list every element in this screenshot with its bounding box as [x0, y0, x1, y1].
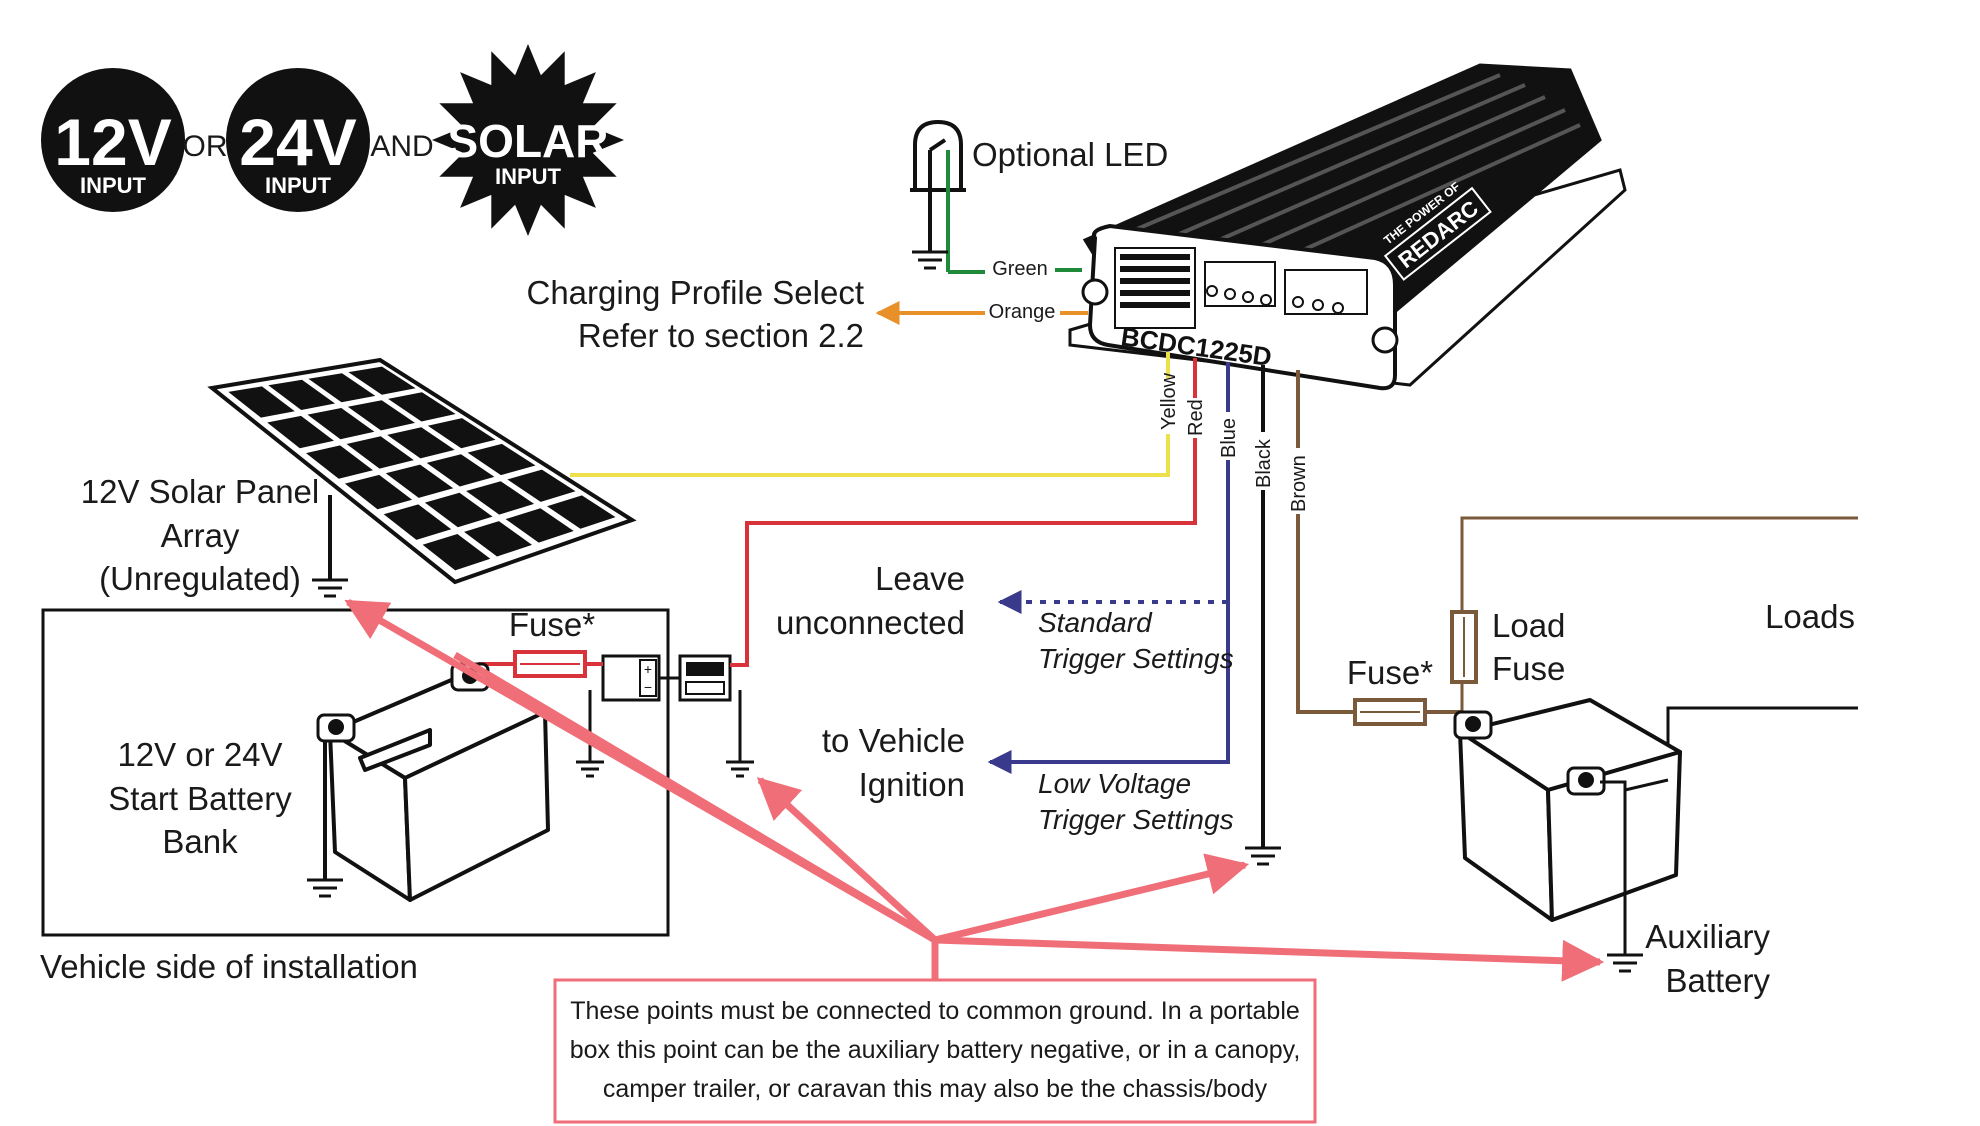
solar-cell: [547, 495, 616, 529]
solar-cell: [466, 481, 535, 515]
ground-arrow-vehicle: [756, 777, 938, 943]
solar-cell: [467, 443, 536, 476]
optional-led-label: Optional LED: [972, 136, 1168, 173]
lowvolt-trigger-1: Low Voltage: [1038, 768, 1191, 799]
led-ground-icon: [912, 250, 948, 270]
aux-battery-terminal-neg: [1566, 766, 1606, 796]
solar-cell: [307, 408, 375, 440]
aux-battery-label-1: Auxiliary: [1645, 918, 1770, 955]
solar-panel: 12V Solar Panel Array (Unregulated): [81, 357, 637, 598]
note-line-2: box this point can be the auxiliary batt…: [570, 1036, 1301, 1064]
wire-label-brown: Brown: [1288, 455, 1310, 512]
charger-ground-icon: [1245, 846, 1281, 866]
leave-label-2: unconnected: [776, 604, 965, 641]
ground-arrow-start-battery: [453, 651, 937, 944]
auxiliary-battery: [1458, 698, 1682, 922]
start-battery-label-2: Start Battery: [108, 780, 292, 817]
wire-labels: Green Orange Yellow Red Blue Black Brown: [985, 256, 1310, 514]
solar-cell: [346, 436, 414, 469]
wire-label-black: Black: [1253, 438, 1275, 488]
circuit-breaker: + −: [601, 654, 661, 702]
start-battery-ground-icon: [307, 878, 343, 898]
solar-ground-icon: [312, 578, 348, 598]
start-battery-label-3: Bank: [162, 823, 238, 860]
loads-label: Loads: [1765, 598, 1855, 635]
ground-arrow-charger: [934, 853, 1250, 944]
wire-label-green: Green: [992, 258, 1048, 280]
wire-label-blue: Blue: [1218, 418, 1240, 458]
breaker-ground-icon: [576, 760, 604, 778]
wire-label-red: Red: [1185, 399, 1207, 436]
wire-label-orange: Orange: [989, 301, 1056, 323]
vehicle-side-label: Vehicle side of installation: [40, 948, 418, 985]
vehicle-side-box: Vehicle side of installation 12V or 24V …: [40, 606, 754, 985]
common-ground-arrows: [344, 598, 1605, 982]
solar-cell: [385, 464, 454, 498]
note-line-3: camper trailer, or caravan this may also…: [603, 1075, 1268, 1103]
solar-cell: [383, 504, 452, 540]
solar-cell: [422, 534, 491, 571]
joiner-or: OR: [183, 130, 228, 163]
solar-cell: [344, 474, 413, 510]
input-badges: 12V INPUT OR 24V INPUT AND SOLAR INPUT: [41, 44, 624, 236]
aux-battery-terminal-pos: [1453, 710, 1493, 740]
fuse-right-label: Fuse*: [1347, 654, 1433, 691]
svg-text:+: +: [644, 661, 652, 677]
anderson-plug: [678, 654, 732, 702]
solar-cell: [267, 415, 334, 449]
start-battery-terminal-neg: [316, 713, 356, 743]
solar-cell: [507, 469, 576, 502]
solar-cell: [427, 418, 496, 449]
badge-solar-label: SOLAR: [448, 115, 609, 167]
standard-trigger-1: Standard: [1038, 607, 1153, 638]
solar-cell: [348, 366, 416, 395]
optional-led: Optional LED: [910, 119, 1168, 272]
anderson-ground-icon: [726, 760, 754, 778]
solar-cell: [426, 454, 495, 487]
joiner-and: AND: [370, 130, 433, 163]
start-battery: [328, 670, 550, 902]
common-ground-note: These points must be connected to common…: [553, 978, 1317, 1124]
solar-cell: [424, 492, 493, 528]
dc-dc-charger: BCDC1225D REDARC THE POWER OF: [1068, 63, 1627, 391]
solar-cell: [387, 427, 455, 459]
aux-battery-label-2: Battery: [1665, 962, 1770, 999]
badge-solar-input: SOLAR INPUT: [432, 44, 624, 236]
badge-24v-input: 24V INPUT: [226, 68, 370, 212]
solar-label-1: 12V Solar Panel: [81, 473, 320, 510]
ground-arrow-aux: [934, 936, 1605, 982]
wire-label-yellow: Yellow: [1158, 372, 1180, 430]
note-line-1: These points must be connected to common…: [570, 997, 1300, 1025]
svg-text:−: −: [644, 679, 652, 695]
badge-12v-sublabel: INPUT: [80, 173, 147, 198]
badge-12v-input: 12V INPUT: [41, 68, 185, 212]
solar-cell: [228, 386, 295, 418]
solar-cell: [268, 379, 335, 410]
charging-profile-ref: Refer to section 2.2: [578, 317, 864, 354]
solar-label-3: (Unregulated): [99, 560, 301, 597]
load-fuse-label-2: Fuse: [1492, 650, 1565, 687]
start-battery-label-1: 12V or 24V: [117, 736, 282, 773]
badge-solar-sublabel: INPUT: [495, 164, 562, 189]
badge-12v-label: 12V: [54, 105, 171, 179]
ignition-label-2: Ignition: [859, 766, 965, 803]
aux-ground-icon: [1607, 953, 1643, 973]
load-fuse-label-1: Load: [1492, 607, 1565, 644]
badge-24v-sublabel: INPUT: [265, 173, 332, 198]
solar-label-2: Array: [161, 517, 240, 554]
standard-trigger-2: Trigger Settings: [1038, 643, 1234, 674]
solar-cell: [388, 392, 456, 422]
solar-cell: [308, 373, 376, 403]
solar-cell: [306, 445, 373, 479]
solar-cell: [347, 400, 415, 431]
lowvolt-trigger-2: Trigger Settings: [1038, 804, 1234, 835]
charging-profile-title: Charging Profile Select: [526, 274, 864, 311]
solar-cell: [464, 521, 532, 557]
badge-24v-label: 24V: [239, 105, 356, 179]
leave-label-1: Leave: [875, 560, 965, 597]
fuse-left-label: Fuse*: [509, 606, 595, 643]
ignition-label-1: to Vehicle: [822, 722, 965, 759]
solar-cell: [505, 508, 574, 543]
